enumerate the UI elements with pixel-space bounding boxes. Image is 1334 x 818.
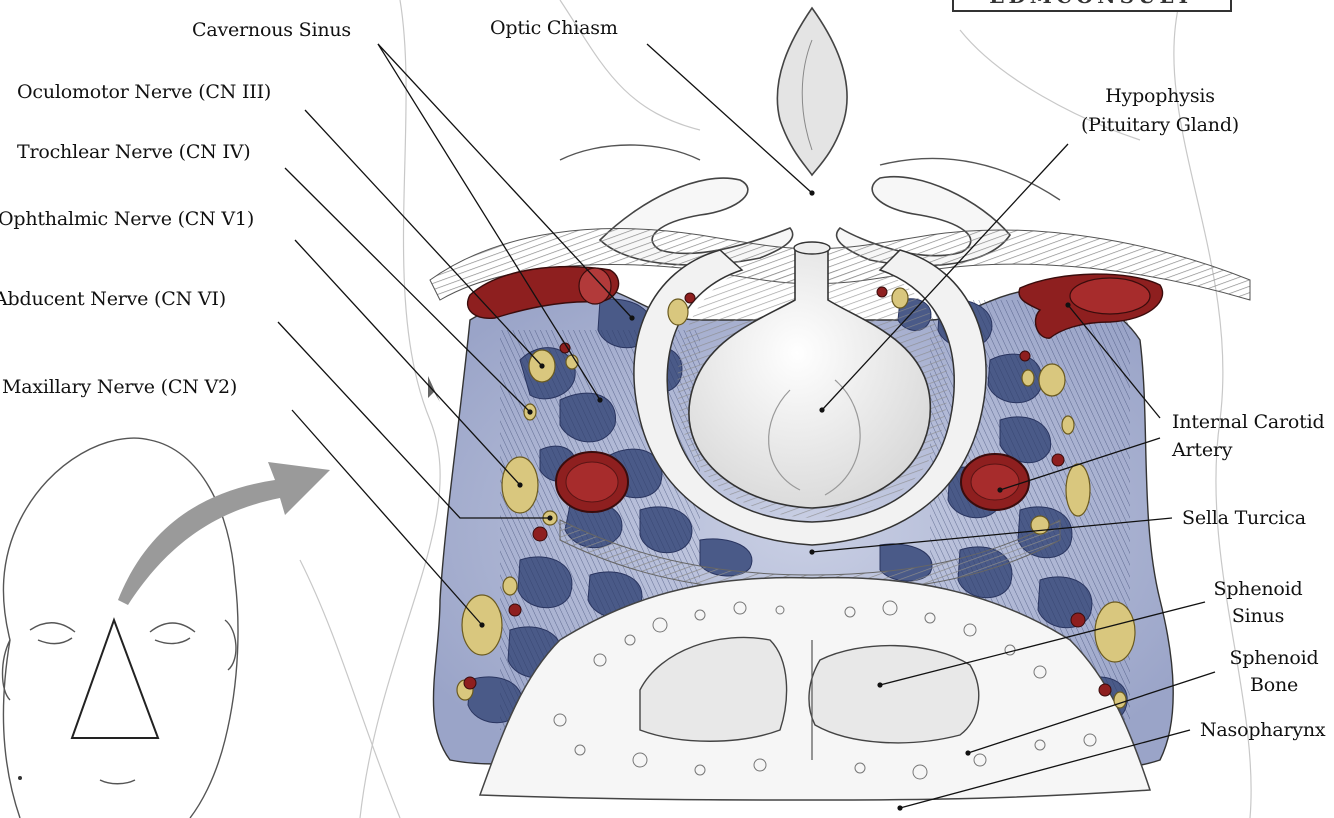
label-sphenoid-bone-line2: Bone bbox=[1249, 674, 1299, 696]
carotid-artery-right bbox=[960, 273, 1164, 511]
label-sella-turcica: Sella Turcica bbox=[1182, 507, 1306, 529]
label-sphenoid-sinus-line2: Sinus bbox=[1231, 605, 1285, 627]
cursor-mark bbox=[428, 376, 440, 402]
bone-trabeculae bbox=[553, 600, 1097, 780]
label-cavernous-sinus: Cavernous Sinus bbox=[192, 19, 351, 41]
label-ophthalmic-nerve: Ophthalmic Nerve (CN V1) bbox=[0, 208, 255, 230]
label-hypophysis: Hypophysis bbox=[1105, 85, 1215, 107]
pointer-arrow bbox=[118, 462, 330, 605]
background-sketch bbox=[299, 0, 1252, 818]
small-vessels bbox=[463, 286, 1112, 697]
leader-dots bbox=[479, 190, 1071, 811]
sella-wall bbox=[633, 249, 987, 546]
third-ventricle-shape bbox=[776, 6, 848, 177]
sphenoid-sinus-right bbox=[808, 644, 980, 744]
label-internal-carotid: Internal Carotid bbox=[1172, 411, 1325, 433]
label-sphenoid-bone-line1: Sphenoid bbox=[1229, 647, 1319, 669]
face-sketch bbox=[1, 437, 239, 818]
pituitary-gland bbox=[688, 249, 932, 509]
sphenoid-sinus-left bbox=[639, 636, 788, 742]
cranial-nerves-left bbox=[456, 298, 689, 701]
leader-lines bbox=[277, 43, 1216, 809]
label-maxillary-nerve: Maxillary Nerve (CN V2) bbox=[2, 376, 238, 398]
label-optic-chiasm: Optic Chiasm bbox=[490, 17, 618, 39]
carotid-artery-left bbox=[467, 266, 629, 513]
label-abducent-nerve: Abducent Nerve (CN VI) bbox=[0, 288, 226, 310]
cranial-nerves-right bbox=[891, 287, 1136, 709]
label-trochlear-nerve: Trochlear Nerve (CN IV) bbox=[17, 141, 251, 163]
brand-watermark: EDMCONSULT bbox=[952, 0, 1232, 12]
label-oculomotor-nerve: Oculomotor Nerve (CN III) bbox=[17, 81, 272, 103]
label-nasopharynx: Nasopharynx bbox=[1200, 719, 1326, 741]
face-triangle-marker bbox=[70, 617, 160, 739]
label-sphenoid-sinus-line1: Sphenoid bbox=[1213, 578, 1303, 600]
label-pituitary-gland: (Pituitary Gland) bbox=[1080, 114, 1240, 136]
label-artery: Artery bbox=[1172, 439, 1233, 461]
